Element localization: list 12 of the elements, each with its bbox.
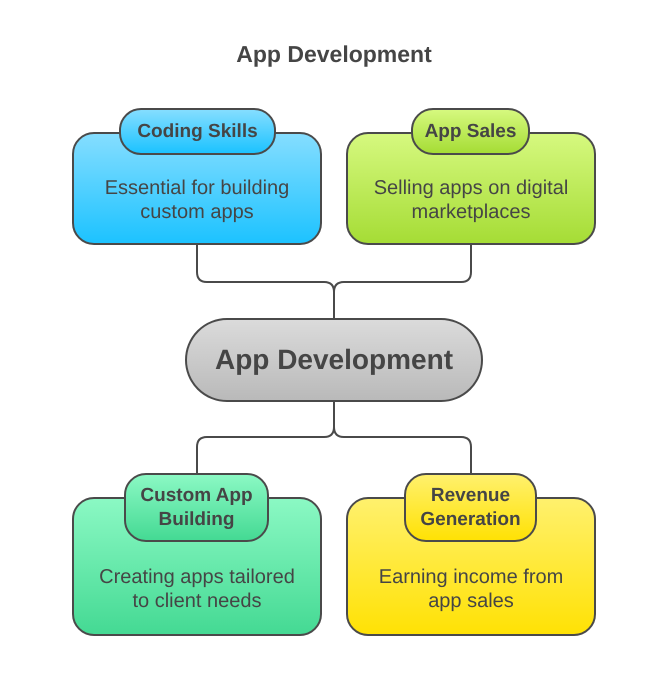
card-description: Selling apps on digital marketplaces (372, 176, 570, 224)
central-topic: App Development (214, 343, 454, 377)
card-heading: App Sales (424, 120, 516, 144)
card-heading: Revenue Generation (419, 484, 522, 532)
diagram-title: App Development (236, 40, 432, 68)
card-heading: Custom App Building (139, 484, 254, 532)
card-description: Creating apps tailored to client needs (98, 565, 296, 613)
card-heading: Coding Skills (137, 120, 258, 144)
connector-line (333, 402, 472, 473)
card-description: Earning income from app sales (378, 565, 564, 613)
card-description: Essential for building custom apps (104, 176, 290, 224)
connector-line (333, 245, 472, 318)
